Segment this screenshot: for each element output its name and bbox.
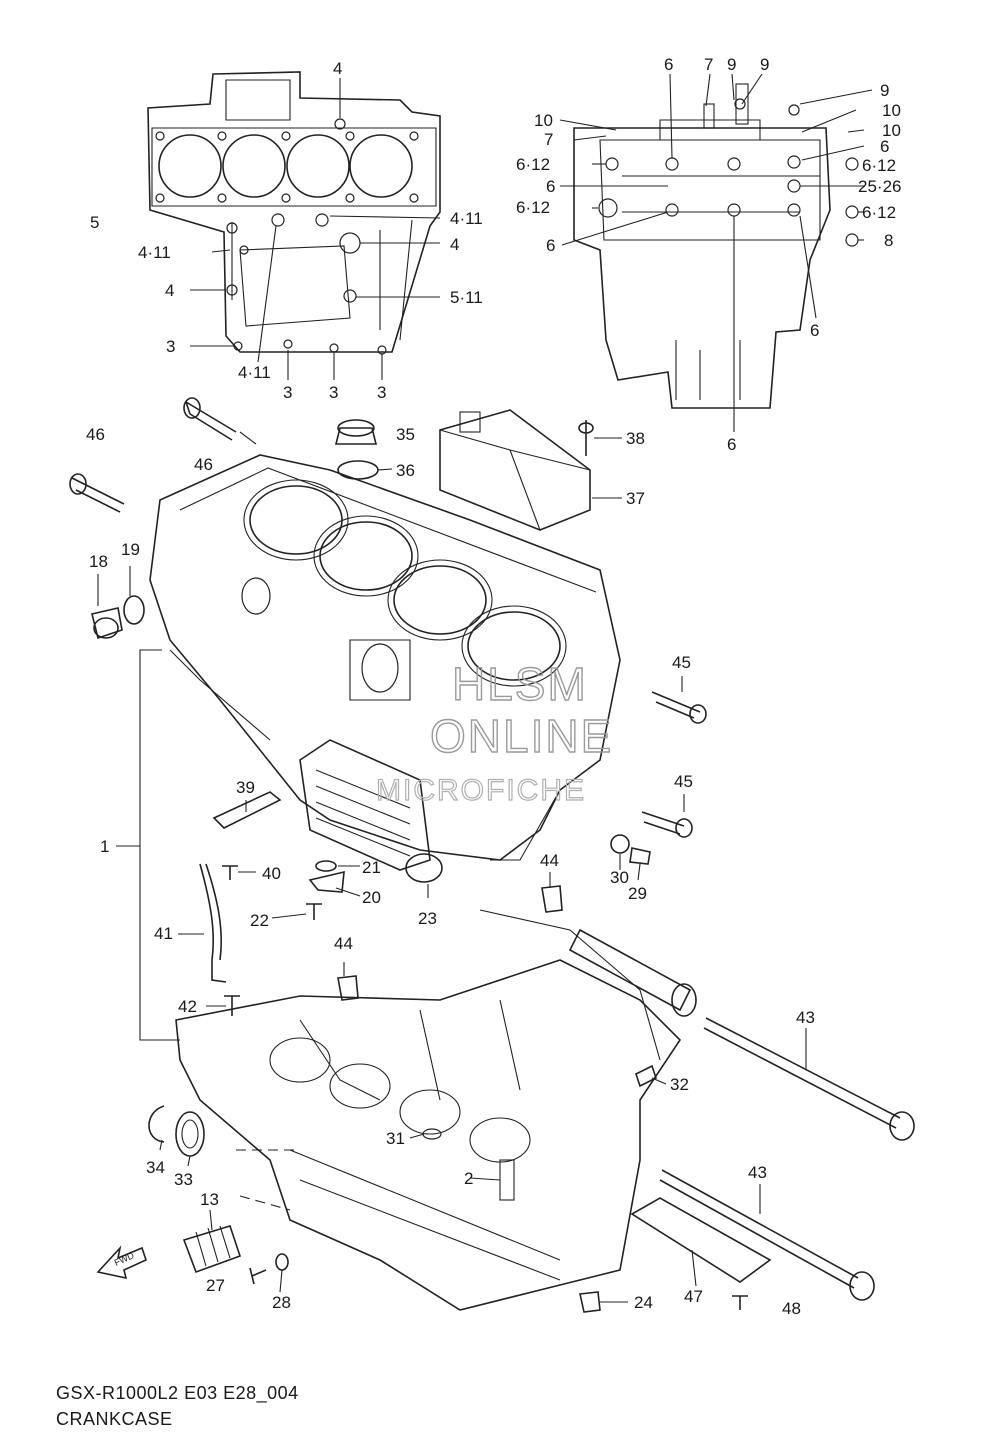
- callout-40: 40: [262, 864, 281, 883]
- callout-6-r-low: 6: [810, 321, 820, 340]
- callout-3-left: 3: [166, 337, 176, 356]
- callout-3-c: 3: [377, 383, 387, 402]
- lower-case-bottom-view: [559, 73, 873, 432]
- lower-crankcase: [175, 909, 697, 1311]
- callout-4-left: 4: [165, 281, 175, 300]
- callout-5: 5: [90, 213, 100, 232]
- callout-4-right: 4: [450, 235, 460, 254]
- callout-32: 32: [670, 1075, 689, 1094]
- callout-34: 34: [146, 1158, 165, 1177]
- callout-10-r1: 10: [882, 101, 901, 120]
- small-parts-lower: FWD: [96, 1017, 915, 1313]
- callout-6-l2: 6: [546, 177, 556, 196]
- callout-6-12-r2: 6·12: [862, 203, 897, 222]
- callout-44-a: 44: [540, 851, 559, 870]
- callout-31: 31: [386, 1129, 405, 1148]
- callout-3-b: 3: [329, 383, 339, 402]
- watermark: HLSM ONLINE MICROFICHE: [375, 657, 613, 807]
- callout-4-11-bottom: 4·11: [238, 363, 271, 382]
- callout-10-left: 10: [534, 111, 553, 130]
- callout-28: 28: [272, 1293, 291, 1312]
- upper-case-top-view: [147, 71, 441, 380]
- callout-13: 13: [200, 1190, 219, 1209]
- callout-6-bottom: 6: [727, 435, 737, 454]
- callout-45-a: 45: [672, 653, 691, 672]
- callout-7-top: 7: [704, 55, 714, 74]
- callout-48: 48: [782, 1299, 801, 1318]
- callout-9-a: 9: [727, 55, 737, 74]
- callout-4-top: 4: [333, 59, 343, 78]
- callout-44-b: 44: [334, 934, 353, 953]
- callout-38: 38: [626, 429, 645, 448]
- callout-45-b: 45: [674, 772, 693, 791]
- callout-24: 24: [634, 1293, 653, 1312]
- watermark-line3: MICROFICHE: [376, 774, 586, 807]
- callout-47: 47: [684, 1287, 703, 1306]
- callout-6-top: 6: [664, 55, 674, 74]
- model-code-caption: GSX-R1000L2 E03 E28_004: [56, 1383, 299, 1403]
- callout-9-c: 9: [880, 81, 890, 100]
- small-parts-upper: [69, 397, 707, 1016]
- callout-43-b: 43: [748, 1163, 767, 1182]
- callout-43-a: 43: [796, 1008, 815, 1027]
- callout-35: 35: [396, 425, 415, 444]
- callout-6-r1: 6: [880, 137, 890, 156]
- callout-33: 33: [174, 1170, 193, 1189]
- callout-20: 20: [362, 888, 381, 907]
- callout-9-b: 9: [760, 55, 770, 74]
- callout-21: 21: [362, 858, 381, 877]
- callout-42: 42: [178, 997, 197, 1016]
- watermark-line2: ONLINE: [430, 710, 613, 762]
- callout-6-12-r1: 6·12: [862, 156, 897, 175]
- callout-41: 41: [154, 924, 173, 943]
- callout-4-11-right: 4·11: [450, 209, 483, 228]
- diagram-title-caption: CRANKCASE: [56, 1409, 173, 1429]
- callout-36: 36: [396, 461, 415, 480]
- callout-8: 8: [884, 231, 894, 250]
- callout-7-left: 7: [544, 130, 554, 149]
- callout-25-26: 25·26: [858, 177, 902, 196]
- callout-23: 23: [418, 909, 437, 928]
- callout-19: 19: [121, 540, 140, 559]
- callout-4-11-left: 4·11: [138, 243, 171, 262]
- callout-27: 27: [206, 1276, 225, 1295]
- callout-1: 1: [100, 837, 110, 856]
- callout-18: 18: [89, 552, 108, 571]
- upper-crankcase: [149, 454, 621, 871]
- callout-46-b: 46: [194, 455, 213, 474]
- callout-30: 30: [610, 868, 629, 887]
- watermark-line1: HLSM: [452, 658, 588, 710]
- callout-46-a: 46: [86, 425, 105, 444]
- callout-6-12-l1: 6·12: [516, 155, 551, 174]
- callout-37: 37: [626, 489, 645, 508]
- callout-3-a: 3: [283, 383, 293, 402]
- callout-10-r2: 10: [882, 121, 901, 140]
- callout-22: 22: [250, 911, 269, 930]
- callout-5-11: 5·11: [450, 288, 483, 307]
- callout-39: 39: [236, 778, 255, 797]
- callout-6-12-l2: 6·12: [516, 198, 551, 217]
- callout-6-l3: 6: [546, 236, 556, 255]
- callout-29: 29: [628, 884, 647, 903]
- main-leaders: [97, 431, 807, 1303]
- callout-2: 2: [464, 1169, 474, 1188]
